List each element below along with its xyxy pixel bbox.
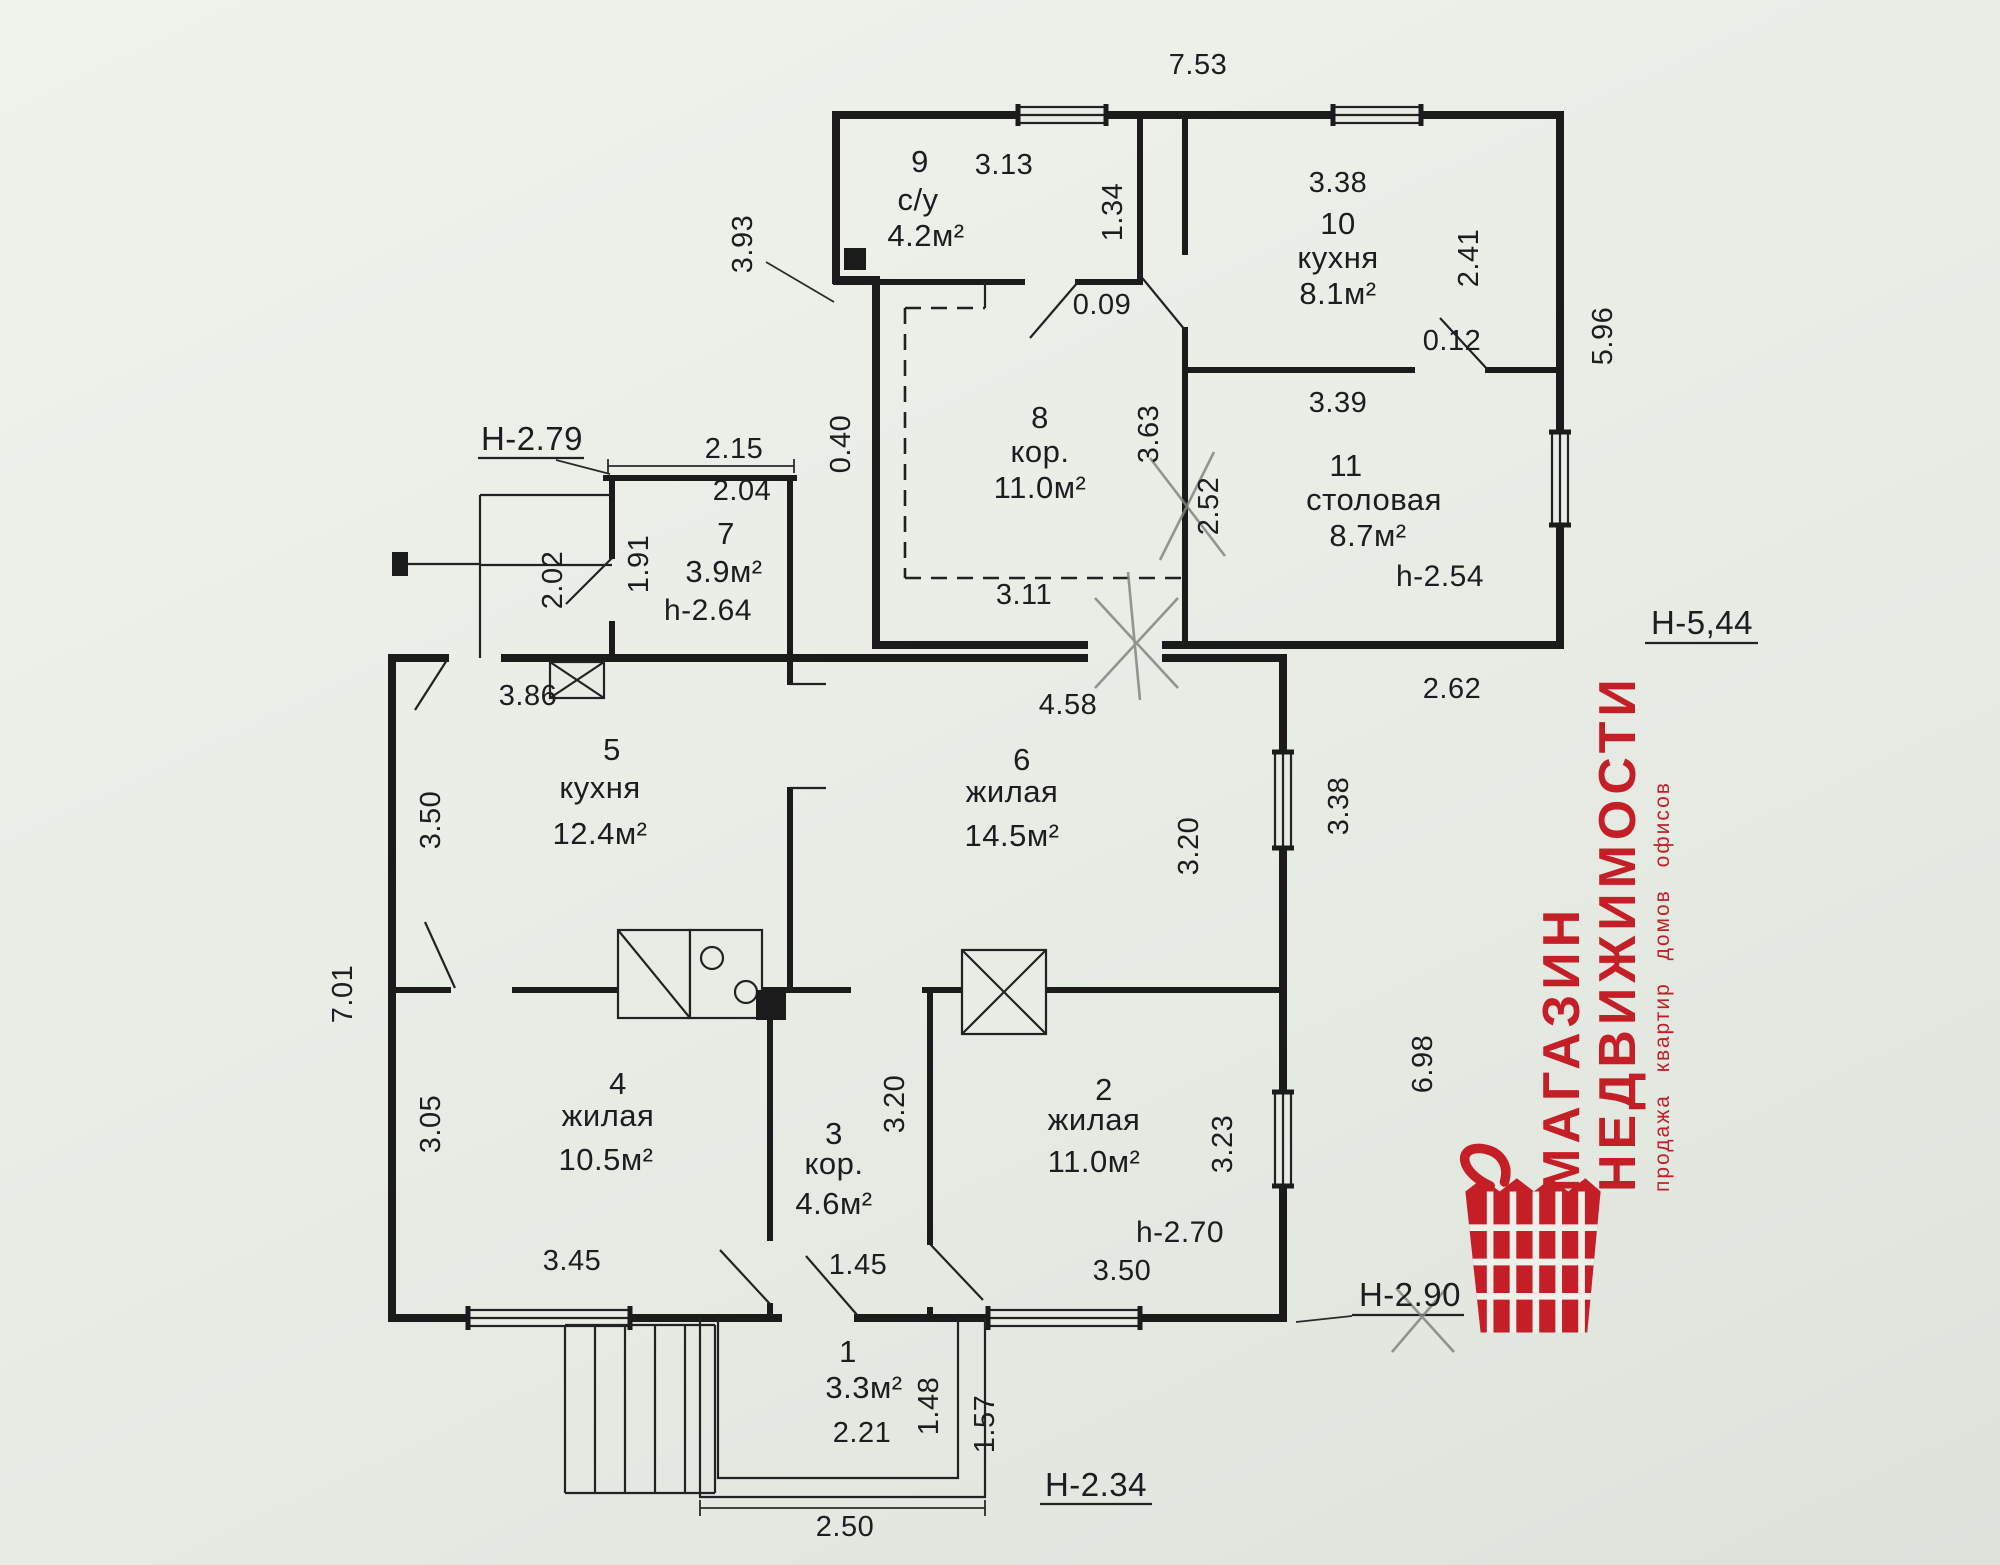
- room-5-name: кухня: [559, 770, 640, 805]
- dim-left-upper: 3.93: [727, 215, 759, 273]
- basket-icon: [1460, 1143, 1601, 1333]
- height-note-h544: H-5,44: [1651, 604, 1753, 641]
- dim-wall-009: 0.09: [1073, 289, 1131, 321]
- upper-building-inner-walls: [833, 112, 1563, 648]
- dim-room7-width: 2.04: [713, 475, 771, 507]
- hall8-dashed-partition: [903, 306, 1182, 580]
- lower-building-outer-walls: [388, 654, 1287, 1322]
- room-4-number: 4: [609, 1066, 627, 1101]
- room-11-number: 11: [1329, 448, 1362, 483]
- room-9-name: с/у: [897, 182, 938, 217]
- room7-vestibule-walls: [565, 459, 797, 661]
- dim-porch7-top: 2.15: [705, 433, 763, 465]
- room-6-name: жилая: [966, 774, 1059, 809]
- room-9-number: 9: [911, 144, 929, 179]
- room-10-area: 8.1м²: [1299, 276, 1376, 311]
- room-1-number: 1: [839, 1334, 857, 1369]
- leader-lines: [478, 261, 1758, 1506]
- dim-room2-width: 3.50: [1093, 1255, 1151, 1287]
- height-note-h234: H-2.34: [1045, 1466, 1147, 1503]
- room-5-area: 12.4м²: [553, 816, 648, 851]
- dim-room6-depth: 3.20: [1173, 817, 1205, 875]
- room-7-number: 7: [717, 516, 735, 551]
- dim-right-side-upper: 5.96: [1587, 307, 1619, 365]
- room-8-area: 11.0м²: [994, 470, 1087, 505]
- logo-tagline: продажа квартир домов офисов: [1651, 781, 1674, 1192]
- dim-offset-right: 2.62: [1423, 673, 1481, 705]
- dim-dining-width: 3.39: [1309, 387, 1367, 419]
- dim-room7-depth: 1.91: [623, 535, 655, 593]
- lower-building-door-leaves: [414, 659, 984, 1317]
- dim-right-wall-window: 3.38: [1323, 777, 1355, 835]
- lower-building-windows: [465, 749, 1294, 1330]
- dim-dining-depth: 2.52: [1193, 477, 1225, 535]
- room-2-number: 2: [1095, 1072, 1113, 1107]
- room-6-number: 6: [1013, 742, 1031, 777]
- room-10-name: кухня: [1297, 240, 1378, 275]
- dim-porch1-depth: 1.48: [913, 1377, 945, 1435]
- porch-left-structure: [392, 493, 612, 658]
- dim-kitchen10-width: 3.38: [1309, 167, 1367, 199]
- dim-hall8-width: 3.11: [996, 579, 1052, 611]
- entrance-porch1-and-stairs: [563, 1318, 987, 1516]
- room-2-height-note: h-2.70: [1136, 1216, 1224, 1249]
- upper-building-door-leaves: [1029, 273, 1489, 371]
- dim-kitchen5-left: 3.50: [415, 791, 447, 849]
- dim-porch-left: 2.02: [537, 551, 569, 609]
- room-11-height-note: h-2.54: [1396, 560, 1484, 593]
- dim-hall8-depth: 3.63: [1133, 405, 1165, 463]
- dim-hall3-depth: 3.20: [879, 1075, 911, 1133]
- dim-room4-width: 3.45: [543, 1245, 601, 1277]
- room-6-area: 14.5м²: [965, 818, 1060, 853]
- dim-porch1-outer-depth: 1.57: [969, 1395, 1001, 1453]
- dim-room6-width: 4.58: [1039, 689, 1097, 721]
- dim-top-width: 7.53: [1169, 49, 1227, 81]
- room-11-name: столовая: [1306, 482, 1442, 517]
- room-9-area: 4.2м²: [887, 218, 964, 253]
- room-1-area: 3.3м²: [825, 1370, 902, 1405]
- dim-wall-012: 0.12: [1423, 325, 1481, 357]
- room-8-number: 8: [1031, 400, 1049, 435]
- dim-hall3-width: 1.45: [829, 1249, 887, 1281]
- height-note-h290: H-2.90: [1359, 1276, 1461, 1313]
- dim-gap-buildings: 0.40: [825, 415, 857, 473]
- height-note-h279: H-2.79: [481, 420, 583, 457]
- room-3-number: 3: [825, 1116, 843, 1151]
- dim-right-side-lower: 6.98: [1407, 1035, 1439, 1093]
- room-10-number: 10: [1320, 206, 1355, 241]
- room-11-area: 8.7м²: [1329, 518, 1406, 553]
- logo-word-nedvizhimosti: НЕДВИЖИМОСТИ: [1589, 674, 1647, 1192]
- furnace-and-stove-symbols: [548, 660, 1048, 1036]
- room-5-number: 5: [603, 732, 621, 767]
- pencil-scribbles: [1094, 451, 1455, 1353]
- room-3-name: кор.: [804, 1146, 863, 1181]
- dim-su-width: 3.13: [975, 149, 1033, 181]
- dim-room2-depth: 3.23: [1207, 1115, 1239, 1173]
- dim-su-depth: 1.34: [1097, 183, 1129, 241]
- room-8-name: кор.: [1010, 434, 1069, 469]
- dim-room4-left: 3.05: [415, 1095, 447, 1153]
- room-2-area: 11.0м²: [1048, 1144, 1141, 1179]
- dim-kitchen10-depth: 2.41: [1453, 229, 1485, 287]
- upper-building-windows: [1015, 104, 1571, 528]
- dim-porch1-outer-width: 2.50: [816, 1511, 874, 1543]
- room-2-name: жилая: [1048, 1102, 1141, 1137]
- bathroom-fixture: [844, 248, 866, 270]
- room-4-name: жилая: [562, 1098, 655, 1133]
- room-7-height-note: h-2.64: [664, 594, 752, 627]
- dim-left-side-lower: 7.01: [327, 965, 359, 1023]
- room-3-area: 4.6м²: [795, 1186, 872, 1221]
- room-4-area: 10.5м²: [559, 1142, 654, 1177]
- dim-kitchen5-top: 3.86: [499, 680, 557, 712]
- room-7-area: 3.9м²: [685, 554, 762, 589]
- dim-porch1-width: 2.21: [833, 1417, 891, 1449]
